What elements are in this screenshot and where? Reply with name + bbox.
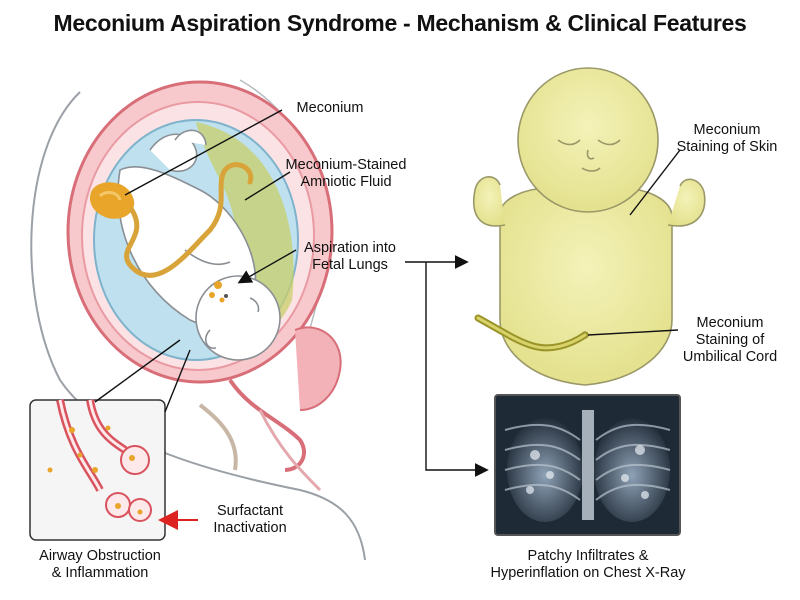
- label-stained-fluid: Meconium-Stained Amniotic Fluid: [285, 157, 407, 190]
- label-skin: Meconium Staining of Skin: [676, 122, 778, 155]
- chest-xray: [494, 394, 681, 536]
- leader-skin: [629, 149, 681, 216]
- leader-stained-fluid: [244, 171, 291, 201]
- label-surfactant: Surfactant Inactivation: [213, 503, 287, 536]
- leader-inset-b: [164, 349, 191, 413]
- pelvic-organs: [198, 326, 342, 492]
- airway-inset: [29, 399, 166, 541]
- cord-highlight: [476, 316, 587, 350]
- leader-meconium: [124, 109, 283, 196]
- leader-cord: [587, 329, 679, 336]
- label-meconium: Meconium: [296, 100, 364, 116]
- label-airway: Airway Obstruction & Inflammation: [39, 548, 161, 581]
- diagram-title: Meconium Aspiration Syndrome - Mechanism…: [53, 10, 747, 36]
- label-xray: Patchy Infiltrates & Hyperinflation on C…: [490, 548, 686, 581]
- arrow-to-xray: [425, 262, 489, 477]
- leader-lines: [94, 109, 681, 477]
- meconium-blob: [89, 182, 135, 219]
- label-aspiration: Aspiration into Fetal Lungs: [304, 240, 396, 273]
- label-cord: Meconium Staining of Umbilical Cord: [682, 315, 778, 365]
- newborn: [473, 67, 706, 386]
- leader-aspiration: [237, 249, 297, 284]
- aspirated-particles: [209, 281, 225, 303]
- leader-inset-a: [94, 339, 181, 403]
- umbilical-cord-fetal: [124, 162, 254, 278]
